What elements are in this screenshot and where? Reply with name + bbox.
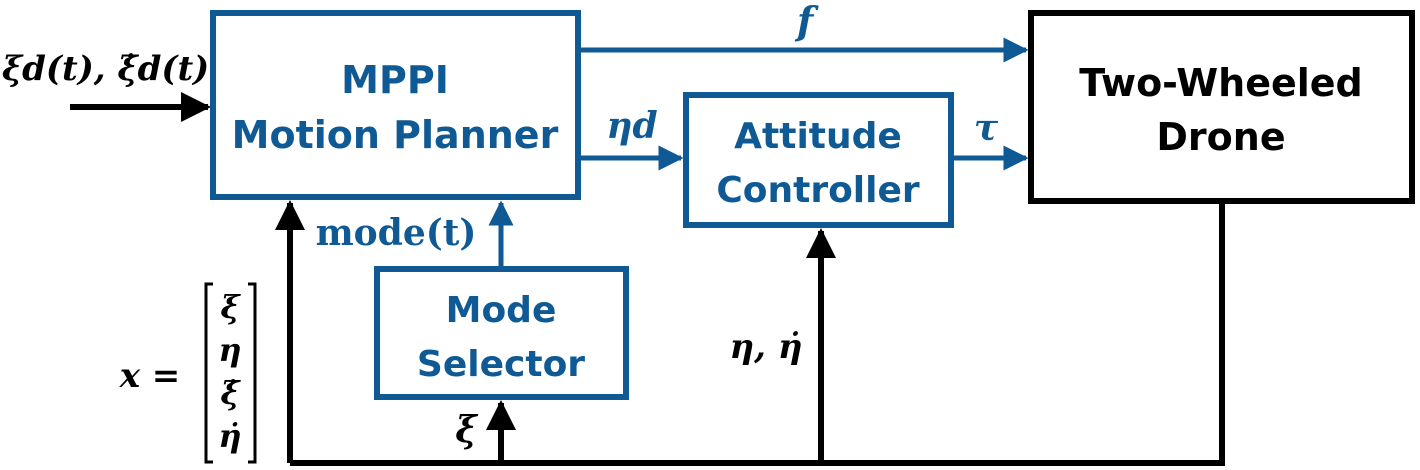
right-bracket bbox=[248, 282, 257, 464]
state-feedback-bus bbox=[290, 204, 1225, 466]
attitude-label-line2: Controller bbox=[716, 170, 920, 211]
state-lhs-label: x = bbox=[119, 356, 181, 396]
thrust-label: f bbox=[794, 0, 819, 43]
mode-label: mode(t) bbox=[316, 212, 477, 254]
planner-label-line1: MPPI bbox=[341, 58, 449, 102]
drone-label-line2: Drone bbox=[1156, 115, 1285, 159]
state-component-2: η bbox=[218, 331, 241, 369]
attitude-label-line1: Attitude bbox=[734, 116, 902, 157]
left-bracket bbox=[204, 282, 213, 464]
position-feedback-label: ξ bbox=[455, 409, 478, 451]
mppi-motion-planner-block: MPPI Motion Planner bbox=[210, 10, 581, 200]
attitude-box bbox=[683, 92, 954, 228]
attitude-controller-block: Attitude Controller bbox=[683, 92, 954, 228]
two-wheeled-drone-block: Two-Wheeled Drone bbox=[1028, 10, 1415, 204]
mode-selector-block: Mode Selector bbox=[374, 266, 629, 400]
drone-label-line1: Two-Wheeled bbox=[1079, 61, 1363, 105]
state-component-4: η̇ bbox=[218, 417, 241, 455]
mode-selector-label-line1: Mode bbox=[446, 290, 557, 331]
mode-selector-box bbox=[374, 266, 629, 400]
reference-input-label: ξd(t), ξ̇d(t) bbox=[2, 49, 209, 89]
state-vector-definition: x = ξ η ξ̇ η̇ bbox=[119, 282, 257, 464]
desired-attitude-label: ηd bbox=[606, 105, 657, 147]
state-component-3: ξ̇ bbox=[221, 374, 242, 412]
mode-selector-label-line2: Selector bbox=[417, 344, 585, 385]
planner-box bbox=[210, 10, 581, 200]
drone-box bbox=[1028, 10, 1415, 204]
torque-label: τ bbox=[974, 107, 999, 149]
attitude-feedback-label: η, η̇ bbox=[729, 327, 802, 367]
planner-label-line2: Motion Planner bbox=[232, 113, 559, 157]
state-component-1: ξ bbox=[221, 288, 242, 326]
